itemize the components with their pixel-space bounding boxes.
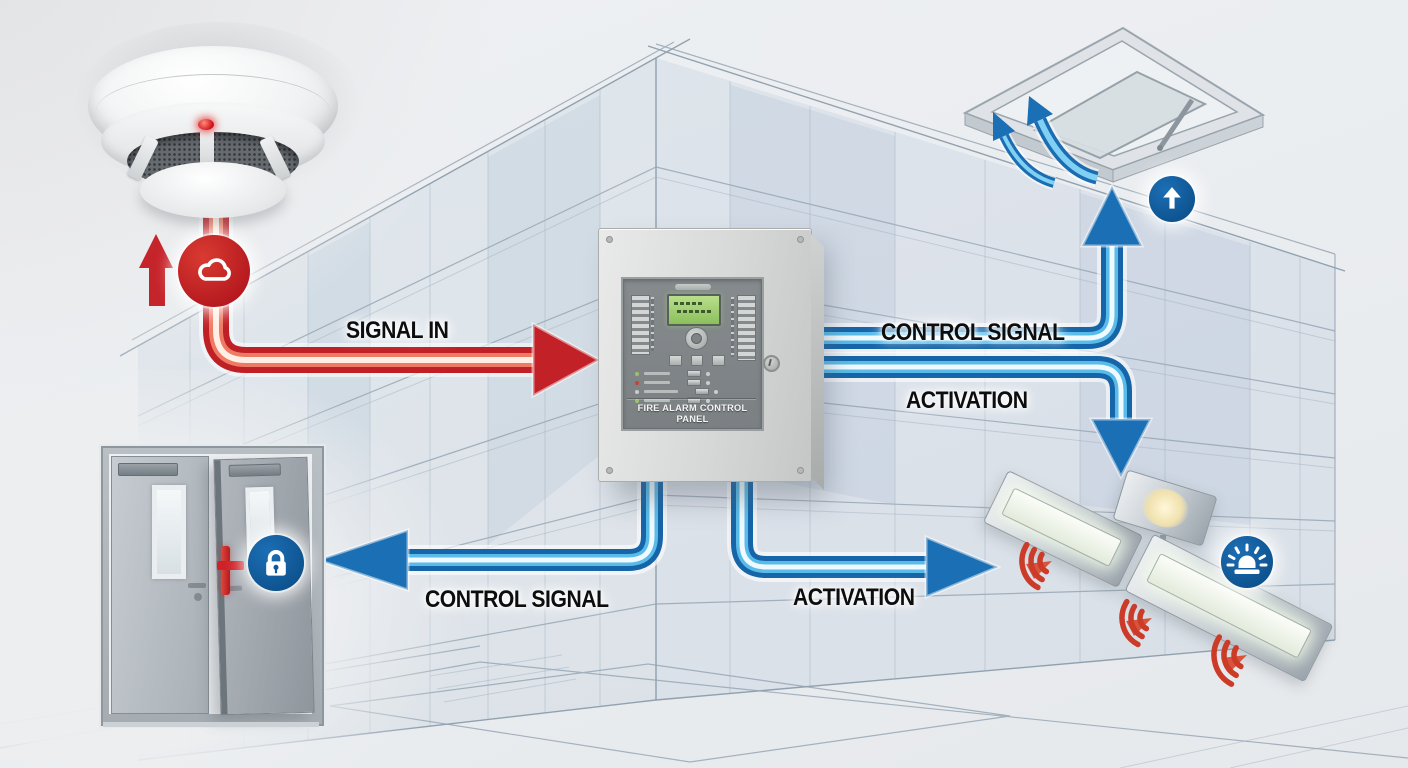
label-signal-in: SIGNAL IN — [346, 317, 449, 344]
activation-pipe-top — [800, 352, 1154, 481]
control-signal-pipe-top — [800, 182, 1145, 353]
label-control-signal-bottom: CONTROL SIGNAL — [425, 586, 609, 613]
door-lock-badge — [248, 535, 304, 591]
label-control-signal-top: CONTROL SIGNAL — [881, 319, 1065, 346]
zone-leds-right — [731, 297, 734, 357]
zone-leds-left — [651, 297, 654, 351]
door-leaf-left — [111, 456, 209, 714]
smoke-badge — [178, 235, 250, 307]
signal-in-pipe — [199, 185, 603, 399]
sound-wave-icon — [1119, 585, 1185, 651]
vent-arrowhead — [1079, 182, 1145, 248]
up-arrow-icon — [1163, 187, 1181, 209]
lcd-display — [667, 294, 721, 326]
door-handle — [188, 583, 206, 588]
sounder-badge — [1221, 536, 1273, 588]
door-closer-icon — [118, 463, 178, 476]
sound-wave-icon — [1211, 619, 1283, 691]
zone-buttons-left — [631, 295, 650, 355]
door-vision-panel — [152, 485, 186, 579]
vent-sash — [1032, 70, 1208, 160]
red-up-arrow-icon — [139, 234, 173, 306]
door-release-marker — [221, 546, 230, 595]
panel-face: FIRE ALARM CONTROL PANEL — [621, 277, 764, 431]
down-arrowhead — [1088, 417, 1154, 481]
padlock-icon — [266, 550, 286, 576]
panel-keyhole — [763, 355, 780, 372]
door-arrowhead — [313, 527, 410, 593]
panel-logo — [675, 284, 711, 290]
control-signal-pipe-bottom — [313, 474, 667, 593]
function-buttons — [669, 355, 726, 366]
vent-opener-arm — [1157, 98, 1195, 150]
airflow-arrows-icon — [993, 96, 1100, 190]
smoke-detector — [68, 22, 368, 225]
vent-up-badge — [1149, 176, 1195, 222]
signal-in-arrowhead — [531, 321, 603, 399]
cloud-icon — [198, 258, 231, 281]
zone-buttons-right — [737, 295, 756, 361]
label-activation-bottom: ACTIVATION — [793, 584, 915, 611]
detector-led — [198, 119, 214, 130]
fire-alarm-control-panel: FIRE ALARM CONTROL PANEL — [598, 228, 824, 490]
panel-title: FIRE ALARM CONTROL PANEL — [637, 403, 748, 425]
status-led-rows — [635, 370, 751, 404]
sound-wave-icon — [1019, 528, 1085, 594]
label-activation-top: ACTIVATION — [906, 387, 1028, 414]
lights-arrowhead — [924, 534, 1002, 600]
nav-buttons — [680, 326, 712, 350]
alarm-beacon-icon — [1226, 543, 1268, 574]
activation-pipe-bottom — [727, 474, 1002, 600]
